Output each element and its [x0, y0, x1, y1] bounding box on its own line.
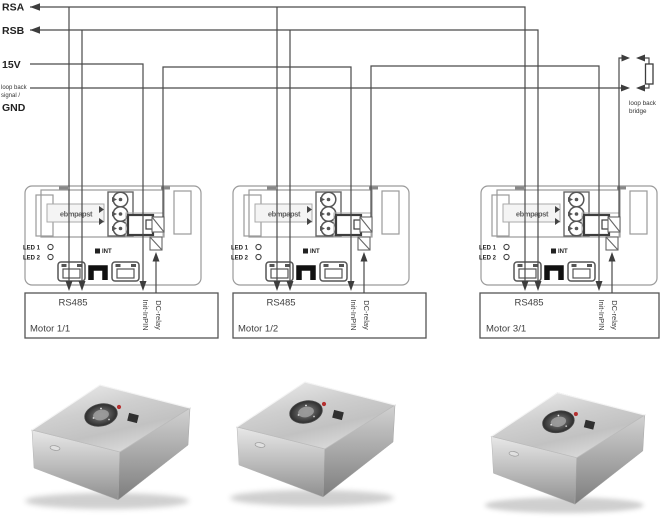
bridge-bottom-lead	[645, 84, 650, 89]
bus-wiring	[30, 3, 630, 293]
controller-1-led2-label: LED 2	[23, 256, 41, 262]
loopback-label-line2: signal /	[1, 93, 20, 99]
device-photo-2	[230, 382, 395, 506]
rsa-left-arrow	[30, 3, 40, 11]
controller-1-brand-logo: ebmpapst	[60, 210, 93, 219]
gnd-label: GND	[2, 102, 26, 114]
controller-1-int-label: INT	[102, 249, 112, 255]
controller-3-relay-label: DC-relay	[610, 300, 619, 330]
bridge-top-left-arrow	[636, 54, 645, 62]
controller-2: ebmpapst LED 1 LED 2 INT RS485 Init-InPI…	[231, 186, 427, 339]
rsa-arrow-controller-2	[273, 281, 281, 291]
rsb-bus-line	[30, 29, 539, 282]
controller-1: ebmpapst LED 1 LED 2 INT RS485 Init-InPI…	[23, 186, 219, 339]
controller-1-relay-label: DC-relay	[154, 300, 163, 330]
controller-3-led1-label: LED 1	[479, 246, 497, 252]
controller-3-led2-label: LED 2	[479, 256, 497, 262]
controller-3-rs485-label: RS485	[514, 298, 543, 309]
loopback-label-line1: loop back	[1, 85, 28, 91]
rsa-arrow-controller-1	[65, 281, 73, 291]
controller-1-rs485-label: RS485	[58, 298, 87, 309]
controller-2-faceplate	[233, 186, 409, 285]
chain-link-relay3-to-bridge	[618, 57, 622, 217]
controller-2-led2-label: LED 2	[231, 256, 249, 262]
bridge-jumper	[644, 63, 654, 85]
rsb-arrow-controller-1	[78, 281, 86, 291]
controller-2-brand-logo: ebmpapst	[268, 210, 301, 219]
controller-3-int-label: INT	[558, 249, 568, 255]
controller-3: ebmpapst LED 1 LED 2 INT RS485 Init-InPI…	[479, 186, 660, 339]
loopback-right-arrow	[621, 84, 630, 92]
relay-up-arrow-controller-1	[152, 252, 160, 262]
chain-link-relay1-to-init2	[162, 66, 352, 282]
controller-1-terminal-box	[24, 292, 219, 339]
controller-3-faceplate	[481, 186, 657, 285]
controller-1-led1-label: LED 1	[23, 246, 41, 252]
loopback-bridge: loop back bridge	[629, 54, 657, 115]
controller-1-motor-label: Motor 1/1	[30, 324, 70, 335]
bridge-top-lead	[645, 57, 650, 64]
chain-right-arrow	[621, 54, 630, 62]
relay-up-arrow-controller-3	[608, 252, 616, 262]
rsb-left-arrow	[30, 26, 40, 34]
chain-arrow-controller-3	[595, 281, 603, 291]
relay-up-arrow-controller-2	[360, 252, 368, 262]
rsb-label: RSB	[2, 25, 25, 37]
rsa-label: RSA	[2, 2, 25, 14]
bridge-label-line2: bridge	[629, 108, 647, 115]
rsa-bus-line	[30, 6, 526, 282]
device-photo-1	[25, 385, 190, 509]
controller-3-motor-label: Motor 3/1	[486, 324, 526, 335]
controller-2-led1-label: LED 1	[231, 246, 249, 252]
controller-2-terminal-box	[232, 292, 427, 339]
v15-bus-line	[30, 63, 144, 282]
controller-2-rs485-label: RS485	[266, 298, 295, 309]
controller-1-faceplate	[25, 186, 201, 285]
v15-arrow-controller-1	[139, 281, 147, 291]
bridge-label-line1: loop back	[629, 100, 657, 107]
rsb-arrow-controller-2	[286, 281, 294, 291]
controller-2-init-label: Init-InPIN	[349, 299, 358, 330]
controller-3-init-label: Init-InPIN	[597, 299, 606, 330]
chain-link-relay2-to-init3	[370, 65, 600, 282]
controller-2-relay-label: DC-relay	[362, 300, 371, 330]
device-photo-3	[485, 393, 645, 513]
chain-arrow-controller-2	[347, 281, 355, 291]
rsb-arrow-controller-3	[534, 281, 542, 291]
bridge-bottom-left-arrow	[636, 84, 645, 92]
controller-1-init-label: Init-InPIN	[141, 299, 150, 330]
v15-label: 15V	[2, 59, 21, 71]
controller-2-motor-label: Motor 1/2	[238, 324, 278, 335]
rsa-arrow-controller-3	[521, 281, 529, 291]
controller-3-brand-logo: ebmpapst	[516, 210, 549, 219]
controller-3-terminal-box	[479, 292, 660, 339]
controller-2-int-label: INT	[310, 249, 320, 255]
